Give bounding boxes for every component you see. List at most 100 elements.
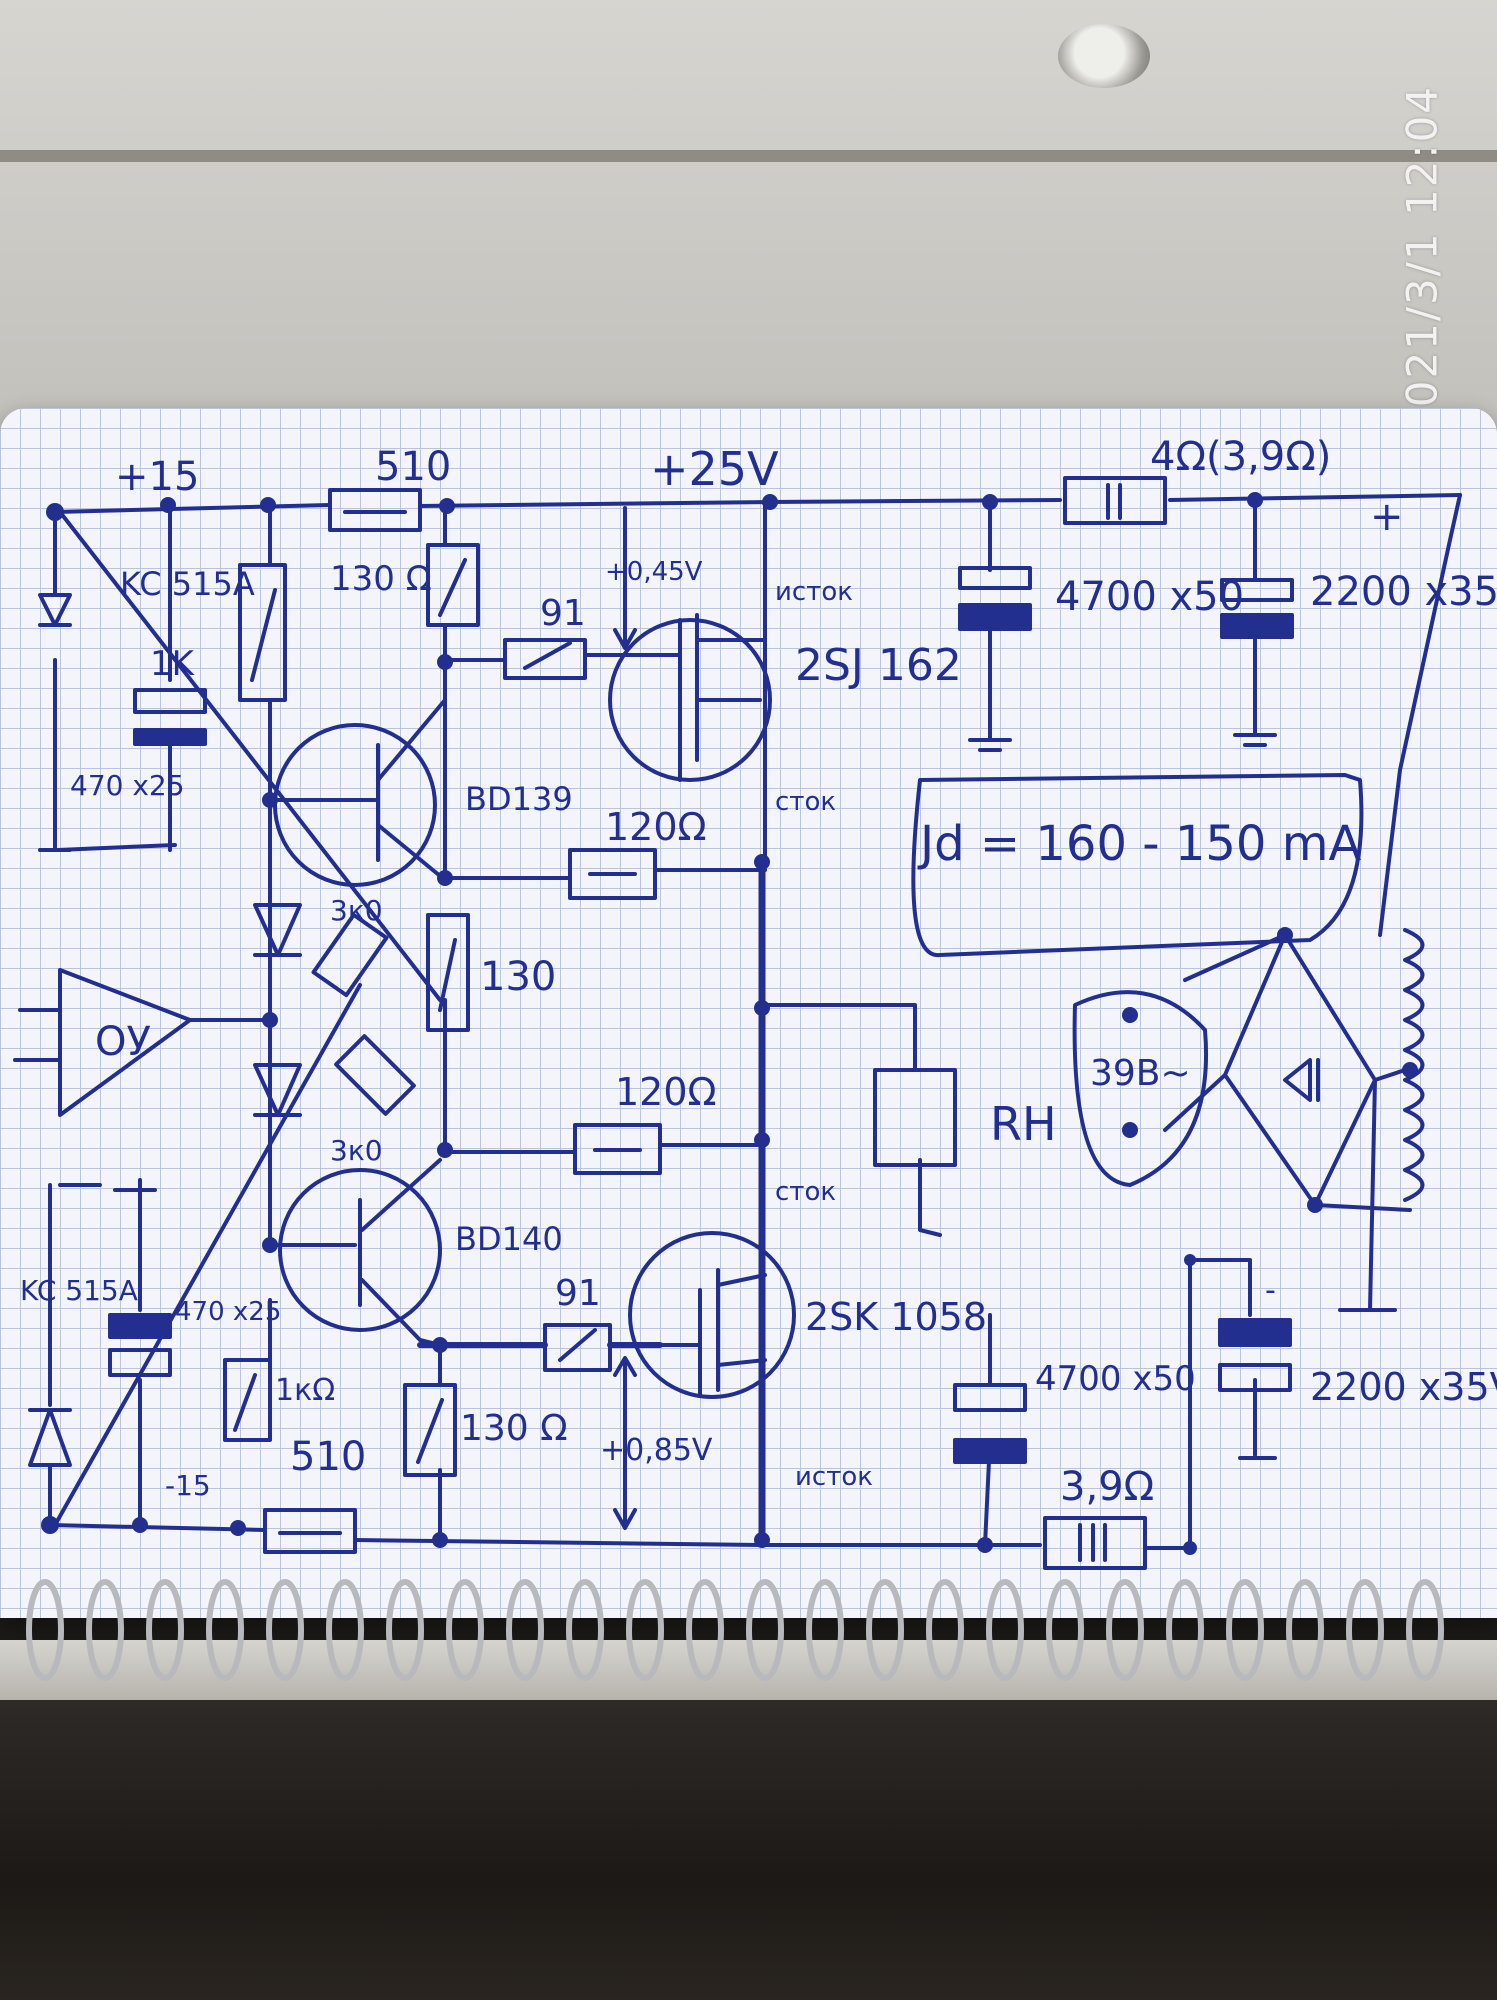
- spiral-ring: [626, 1579, 664, 1681]
- spiral-ring: [1286, 1579, 1324, 1681]
- label-c2200-top: 2200 x35: [1310, 569, 1497, 615]
- label-plus25v: +25V: [650, 442, 779, 496]
- spiral-ring: [806, 1579, 844, 1681]
- label-minus-sign: -: [1265, 1273, 1276, 1308]
- bridge-wires: [1163, 933, 1412, 1312]
- label-2sk1058: 2SK 1058: [805, 1295, 987, 1339]
- capacitor-470-top: [133, 688, 207, 714]
- wire-rh: [760, 1003, 942, 1237]
- label-bd139: BD139: [465, 780, 573, 818]
- capacitor-2200-bot: [1218, 1318, 1292, 1347]
- label-c4700-top: 4700 x50: [1055, 574, 1244, 620]
- label-r1k-bot: 1кΩ: [275, 1373, 335, 1408]
- cap-470-bot-plates: [58, 1183, 157, 1192]
- spiral-ring: [446, 1579, 484, 1681]
- arrow-v085: [613, 1356, 637, 1530]
- load-rh: [873, 1068, 957, 1167]
- label-r130-bot: 130 Ω: [460, 1408, 568, 1449]
- spiral-ring: [746, 1579, 784, 1681]
- transistor-bd140: [278, 1168, 442, 1332]
- capacitor-470-bot-b: [108, 1348, 172, 1377]
- label-r120-bot: 120Ω: [615, 1070, 717, 1114]
- resistor-91-top: [503, 638, 587, 680]
- spiral-ring: [1106, 1579, 1144, 1681]
- ground-symbol-top-left: [38, 843, 177, 852]
- spiral-ring: [1226, 1579, 1264, 1681]
- bottom-rail-wire: [48, 1523, 1192, 1550]
- capacitor-2200-bot-b: [1218, 1363, 1292, 1392]
- spiral-ring: [686, 1579, 724, 1681]
- capacitor-4700-top: [958, 566, 1032, 590]
- capacitor-2200-top: [1220, 578, 1294, 602]
- capacitor-4700-bot-fill: [953, 1438, 1027, 1464]
- transformer-coil: [1403, 928, 1425, 1202]
- spiral-ring: [1406, 1579, 1444, 1681]
- resistor-130-top-mark: [438, 558, 467, 617]
- wire-120-top: [443, 868, 767, 880]
- resistor-4ohm-mark: [1106, 483, 1122, 520]
- label-r4ohm: 4Ω(3,9Ω): [1150, 434, 1331, 480]
- label-39v: 39В~: [1090, 1053, 1191, 1094]
- resistor-510-top: [328, 488, 422, 532]
- label-c470-top: 470 x25: [70, 769, 185, 802]
- resistor-130-mid-mark: [438, 938, 457, 1012]
- capacitor-470-top-fill: [133, 728, 207, 746]
- id-bubble: [911, 773, 1364, 958]
- diagonal-wire-a: [58, 510, 442, 1002]
- spiral-ring: [206, 1579, 244, 1681]
- spiral-ring: [566, 1579, 604, 1681]
- ground-2200-top: [1233, 733, 1277, 747]
- resistor-1k: [238, 563, 287, 702]
- diode-upper: [253, 903, 302, 957]
- resistor-91-top-mark: [523, 641, 572, 670]
- resistor-3-9ohm-mark: [1078, 1523, 1107, 1562]
- diagonal-wire-b: [53, 983, 362, 1527]
- resistor-120-top: [568, 848, 657, 900]
- label-stok-top: сток: [775, 787, 836, 817]
- mosfet-2sj162: [608, 618, 772, 782]
- label-c470-bot: 470 x25: [175, 1297, 281, 1327]
- resistor-120-bot: [573, 1123, 662, 1175]
- label-istok-bot: исток: [795, 1462, 873, 1492]
- label-oy: ОУ: [95, 1019, 151, 1065]
- transistor-bd140-leads: [268, 1158, 442, 1347]
- cap-4700-bot-wires: [983, 1313, 992, 1547]
- wall-ledge: [0, 150, 1497, 162]
- label-c4700-bot: 4700 x50: [1035, 1359, 1196, 1399]
- spiral-binding: [26, 1579, 1444, 1681]
- spiral-ring: [146, 1579, 184, 1681]
- mosfet-2sk1058: [628, 1231, 796, 1399]
- resistor-91-bot: [543, 1323, 612, 1372]
- right-wire: [1378, 493, 1462, 937]
- resistor-3k-top: [311, 912, 389, 998]
- label-r130-mid: 130: [480, 954, 556, 1000]
- spiral-ring: [986, 1579, 1024, 1681]
- label-r3-9ohm: 3,9Ω: [1060, 1464, 1154, 1510]
- spiral-ring: [26, 1579, 64, 1681]
- label-r3k-top: 3к0: [330, 894, 383, 927]
- v39-bubble: [1072, 990, 1208, 1187]
- transistor-bd139: [273, 723, 437, 887]
- resistor-1k-bot-mark: [233, 1373, 257, 1432]
- spiral-ring: [1346, 1579, 1384, 1681]
- spiral-ring: [266, 1579, 304, 1681]
- label-r1k: 1K: [150, 644, 196, 684]
- spiral-ring: [1046, 1579, 1084, 1681]
- op-amp-triangle: [58, 968, 192, 1117]
- resistor-3-9ohm: [1043, 1516, 1147, 1570]
- resistor-4ohm: [1063, 476, 1167, 525]
- label-c2200-bot: 2200 x35V: [1310, 1365, 1497, 1409]
- label-r510-bot: 510: [290, 1434, 366, 1480]
- label-kc515a: KC 515A: [120, 565, 255, 603]
- label-r130-top: 130 Ω: [330, 559, 432, 599]
- resistor-1k-bot: [223, 1358, 272, 1442]
- label-stok-bot: сток: [775, 1177, 836, 1207]
- spiral-ring: [386, 1579, 424, 1681]
- capacitor-4700-top-fill: [958, 603, 1032, 631]
- label-id: Jd = 160 - 150 mA: [917, 816, 1361, 872]
- resistor-91-bot-mark: [558, 1328, 597, 1362]
- spiral-ring: [86, 1579, 124, 1681]
- label-v045: +0,45V: [605, 557, 703, 587]
- capacitor-4700-bot: [953, 1383, 1027, 1412]
